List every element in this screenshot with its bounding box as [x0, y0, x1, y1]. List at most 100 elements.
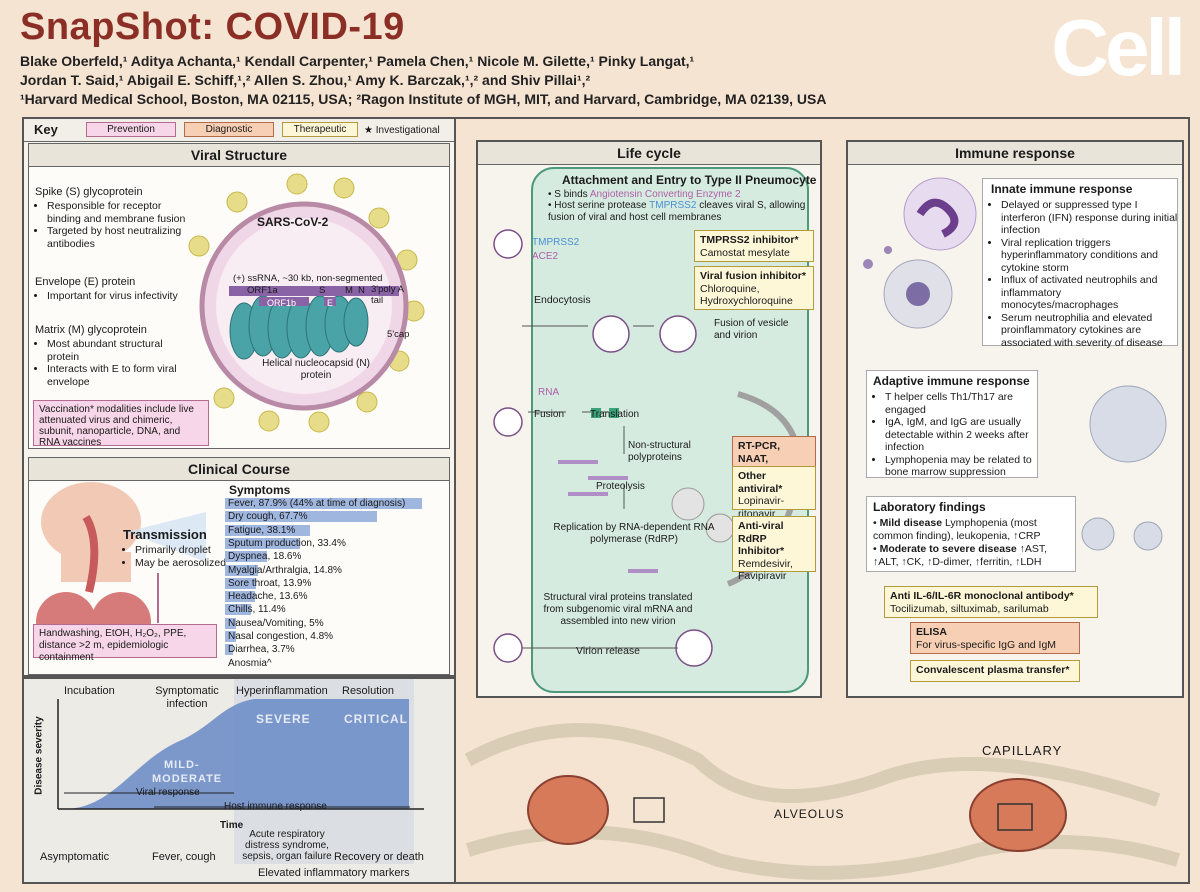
fusion-inhibitor-box: Viral fusion inhibitor* Chloroquine, Hyd…	[694, 266, 814, 310]
adaptive-bullet: T helper cells Th1/Th17 are engaged	[885, 391, 1043, 416]
replication-label: Replication by RNA-dependent RNA polymer…	[553, 522, 715, 545]
e-gene-label: E	[327, 298, 334, 308]
innate-bullet: Delayed or suppressed type I interferon …	[1001, 199, 1181, 237]
endocytosis-label: Endocytosis	[534, 294, 591, 306]
symptom-bar	[225, 537, 300, 549]
lifecycle-panel: Life cycle Attachment and Entry to Type …	[476, 140, 822, 698]
moderate-label: MODERATE	[152, 773, 223, 785]
proteolysis-label: Proteolysis	[596, 481, 645, 492]
n-gene-label: N	[358, 285, 365, 296]
phase-symptomatic: Symptomatic infection	[155, 685, 219, 710]
envelope-bullets: Important for virus infectivity	[35, 290, 197, 303]
alveolus-illustration	[464, 723, 1181, 880]
elevated-markers: Elevated inflammatory markers	[258, 867, 410, 879]
rdrp-inhibitor-title: Anti-viral RdRP Inhibitor*	[738, 520, 785, 557]
spike-title: Spike (S) glycoprotein	[35, 186, 143, 198]
outcome-ards: Acute respiratory distress syndrome, sep…	[242, 829, 332, 862]
lab-title: Laboratory findings	[873, 500, 986, 514]
transmission-bullets: Primarily droplet May be aerosolized	[123, 544, 226, 569]
outcome-recovery: Recovery or death	[334, 851, 424, 863]
symptom-bar	[225, 511, 377, 523]
transmission-title: Transmission	[123, 527, 207, 542]
outcome-fever: Fever, cough	[152, 851, 216, 863]
symptom-bar	[225, 498, 422, 509]
envelope-bullet: Important for virus infectivity	[47, 290, 197, 303]
cell-logo: Cell	[1051, 3, 1186, 92]
translation-label: Translation	[590, 409, 640, 420]
symptom-label: Myalgia/Arthralgia, 14.8%	[228, 564, 342, 576]
prevention-connector	[157, 573, 159, 623]
symptom-bar	[225, 617, 237, 629]
spike-bullets: Responsible for receptor binding and mem…	[35, 200, 197, 250]
nonstructural-label: Non-structural polyproteins	[628, 440, 691, 463]
lab-findings-box: Laboratory findings • Mild disease Lymph…	[866, 496, 1076, 572]
symptom-bar	[225, 631, 236, 642]
symptom-label: Nasal congestion, 4.8%	[228, 631, 334, 642]
attach-bullet-2: • Host serine protease TMPRSS2 cleaves v…	[548, 200, 806, 223]
il6-box: Anti IL-6/IL-6R monoclonal antibody* Toc…	[884, 586, 1098, 618]
innate-list: Delayed or suppressed type I interferon …	[989, 199, 1181, 349]
structural-label: Structural viral proteins translated fro…	[543, 592, 693, 627]
symptom-label: Headache, 13.6%	[228, 591, 308, 603]
il6-drug: Tocilizumab, siltuximab, sarilumab	[890, 602, 1049, 615]
genome-label: (+) ssRNA, ~30 kb, non-segmented	[233, 273, 383, 284]
phase-resolution: Resolution	[342, 685, 394, 697]
spike-bullet: Responsible for receptor binding and mem…	[47, 200, 197, 225]
immune-panel: Immune response Innate immune response D…	[846, 140, 1184, 698]
symptom-label: Sore throat, 13.9%	[228, 577, 312, 589]
matrix-bullet: Most abundant structural protein	[47, 338, 197, 363]
cap-label: 5'cap	[387, 329, 410, 340]
matrix-bullets: Most abundant structural protein Interac…	[35, 338, 197, 388]
fusion-inhibitor-title: Viral fusion inhibitor*	[700, 270, 806, 282]
severe-label: SEVERE	[256, 712, 311, 726]
viral-structure-panel: Viral Structure SARS-CoV-2	[28, 143, 450, 449]
severity-chart	[24, 679, 454, 882]
envelope-title: Envelope (E) protein	[35, 276, 136, 288]
symptom-label: Chills, 11.4%	[228, 604, 286, 616]
rna-label: RNA	[538, 387, 560, 398]
spike-bullet: Targeted by host neutralizing antibodies	[47, 225, 197, 250]
phase-hyperinflammation: Hyperinflammation	[236, 685, 328, 697]
affiliations: ¹Harvard Medical School, Boston, MA 0211…	[20, 91, 827, 107]
ace2-highlight: Angiotensin Converting Enzyme 2	[589, 189, 741, 200]
innate-bullet: Serum neutrophilia and elevated proinfla…	[1001, 312, 1181, 350]
tmprss2-label: TMPRSS2	[532, 237, 580, 248]
symptom-label: Fatigue, 38.1%	[228, 524, 296, 536]
fusion-label: Fusion	[534, 409, 565, 420]
clinical-course-title: Clinical Course	[29, 458, 449, 481]
tmprss2-highlight: TMPRSS2	[649, 200, 697, 211]
rdrp-inhibitor-drug: Remdesivir, Favipiravir	[738, 557, 793, 583]
key-diagnostic: Diagnostic	[184, 122, 274, 137]
adaptive-box: Adaptive immune response T helper cells …	[866, 370, 1038, 478]
symptom-label: Dry cough, 67.7%	[228, 511, 308, 523]
symptom-bar	[225, 644, 234, 656]
symptom-label: Nausea/Vomiting, 5%	[228, 617, 324, 629]
symptoms-title: Symptoms	[229, 483, 291, 497]
m-gene-label: M	[345, 285, 353, 296]
attach-b2-rest: cleaves viral S, allowing fusion of vira…	[548, 200, 806, 223]
other-antiviral-box: Other antiviral* Lopinavir-ritonavir	[732, 466, 816, 520]
virus-name: SARS-CoV-2	[257, 215, 329, 229]
severity-curve	[64, 699, 409, 809]
symptom-label: Dyspnea, 18.6%	[228, 551, 302, 563]
transmission-bullet: May be aerosolized	[135, 557, 226, 570]
fusion-inhibitor-drug: Chloroquine, Hydroxychloroquine	[700, 282, 793, 308]
innate-bullet: Influx of activated neutrophils and infl…	[1001, 274, 1181, 312]
virus-illustration	[188, 173, 425, 433]
il6-title: Anti IL-6/IL-6R monoclonal antibody*	[890, 590, 1074, 602]
genome-bar	[229, 286, 399, 296]
capillary-label: CAPILLARY	[982, 743, 1063, 758]
elisa-box: ELISA For virus-specific IgG and IgM	[910, 622, 1080, 654]
nucleocapsid-label: Helical nucleocapsid (N) protein	[262, 358, 370, 381]
prevention-box: Handwashing, EtOH, H₂O₂, PPE, distance >…	[33, 624, 217, 663]
key-label: Key	[34, 122, 58, 137]
severity-panel: Incubation Symptomatic infection Hyperin…	[22, 677, 456, 884]
authors-line-2: Jordan T. Said,¹ Abigail E. Schiff,¹,² A…	[20, 72, 591, 88]
adaptive-bullet: IgA, IgM, and IgG are usually detectable…	[885, 416, 1043, 454]
clinical-course-panel: Clinical Course Transmission Primarily d…	[28, 457, 450, 675]
authors-line-1: Blake Oberfeld,¹ Aditya Achanta,¹ Kendal…	[20, 53, 695, 69]
attach-bullet-1: • S binds Angiotensin Converting Enzyme …	[548, 189, 741, 200]
nucleocapsid-helix	[229, 295, 369, 360]
innate-bullet: Viral replication triggers hyperinflamma…	[1001, 237, 1181, 275]
symptom-bar	[225, 524, 311, 536]
